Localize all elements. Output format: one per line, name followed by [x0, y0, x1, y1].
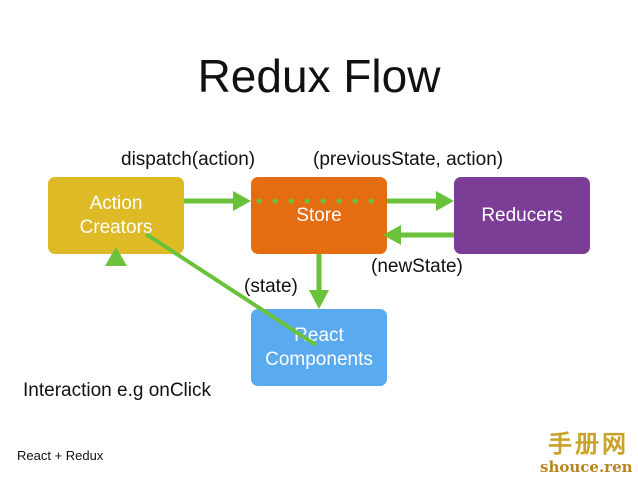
react-components-line-2: Components — [265, 348, 373, 370]
store-passthrough-dots — [256, 198, 374, 204]
store-node: Store — [251, 177, 387, 254]
react-components-node: React Components — [251, 309, 387, 386]
watermark-logo-cn: 手册网 — [548, 429, 629, 458]
dispatch-arrowhead — [233, 191, 251, 211]
state-arrowhead — [309, 290, 329, 309]
footer-caption: React + Redux — [17, 448, 104, 463]
dispatch-label: dispatch(action) — [121, 149, 256, 170]
state-label: (state) — [244, 276, 298, 297]
interaction-label: Interaction e.g onClick — [23, 380, 211, 401]
interaction-arrowhead — [105, 247, 127, 266]
previous-state-label: (previousState, action) — [313, 149, 504, 170]
reducers-label: Reducers — [481, 204, 563, 226]
previous-state-arrowhead — [436, 191, 454, 211]
action-creators-node: Action Creators — [48, 177, 184, 254]
new-state-label: (newState) — [371, 256, 463, 277]
interaction-line — [144, 232, 318, 347]
action-creators-line-1: Action — [89, 192, 143, 214]
new-state-arrowhead — [383, 225, 401, 245]
reducers-node: Reducers — [454, 177, 590, 254]
watermark-logo-en: shouce.ren — [540, 458, 633, 476]
page-title: Redux Flow — [197, 50, 441, 102]
store-label: Store — [296, 204, 342, 226]
action-creators-line-2: Creators — [79, 216, 153, 238]
